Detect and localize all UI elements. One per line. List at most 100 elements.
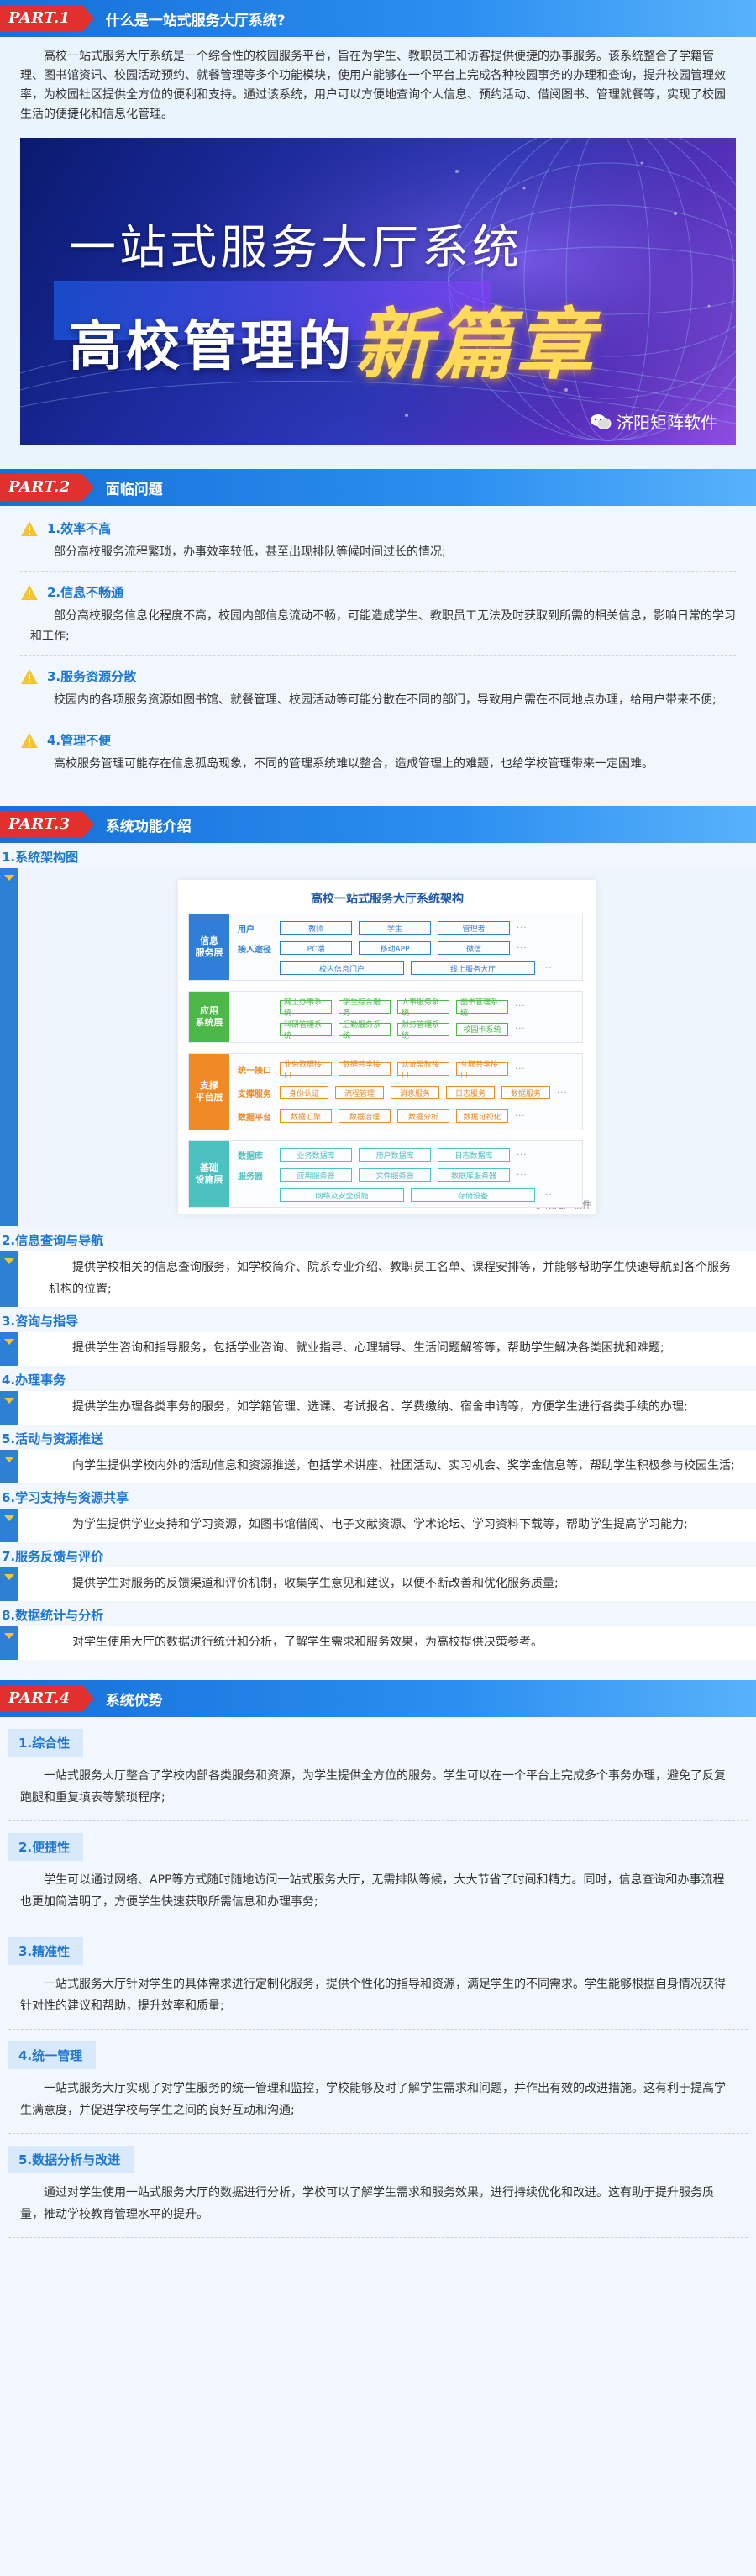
more-dots: ··· <box>515 1002 526 1011</box>
part1-section: PART.1 什么是一站式服务大厅系统? 高校一站式服务大厅系统是一个综合性的校… <box>0 0 756 469</box>
problem-text: 部分高校服务流程繁琐，办事效率较低，甚至出现排队等候时间过长的情况; <box>54 545 446 559</box>
part4-tag: PART.4 <box>0 1685 94 1712</box>
part1-header: PART.1 什么是一站式服务大厅系统? <box>0 0 756 37</box>
part1-tag: PART.1 <box>0 5 94 32</box>
more-dots: ··· <box>557 1088 568 1098</box>
function-title: 2.信息查询与导航 <box>2 1233 104 1248</box>
architecture-cell: 移动APP <box>359 941 431 955</box>
architecture-row: 校内信息门户线上服务大厅··· <box>238 961 553 976</box>
more-dots: ··· <box>542 963 553 973</box>
side-bar <box>0 868 18 1226</box>
banner-image: 一站式服务大厅系统 高校管理的新篇章 济阳矩阵软件 <box>20 138 736 445</box>
triangle-marker-icon <box>4 1574 14 1580</box>
architecture-layer: 支撑 平台层统一接口业务数据接口数据共享接口认证鉴权接口互联共享接口···支撑服… <box>188 1053 583 1130</box>
architecture-cell: 微信 <box>438 941 510 955</box>
function-text: 向学生提供学校内外的活动信息和资源推送，包括学术讲座、社团活动、实习机会、奖学金… <box>18 1450 756 1483</box>
architecture-cell: 数据分析 <box>397 1109 449 1123</box>
side-bar <box>0 1332 18 1366</box>
architecture-cell: 人事服务系统 <box>397 998 449 1018</box>
part2-title: 面临问题 <box>105 481 163 498</box>
architecture-row-label: 数据平台 <box>238 1113 271 1123</box>
architecture-layer: 基础 设施层数据库业务数据库用户数据库日志数据库···服务器应用服务器文件服务器… <box>188 1140 583 1208</box>
architecture-cell: 校内信息门户 <box>280 961 404 975</box>
banner-title-line1: 一站式服务大厅系统 <box>69 221 522 276</box>
problem-text: 高校服务管理可能存在信息孤岛现象，不同的管理系统难以整合，造成管理上的难题，也给… <box>54 757 654 771</box>
advantages-list: 1.综合性一站式服务大厅整合了学校内部各类服务和资源，为学生提供全方位的服务。学… <box>0 1717 756 2238</box>
part1-title: 什么是一站式服务大厅系统? <box>105 12 286 29</box>
function-item: 7.服务反馈与评价提供学生对服务的反馈渠道和评价机制，收集学生意见和建议，以便不… <box>0 1542 756 1601</box>
problem-title: 1.效率不高 <box>47 521 112 536</box>
function-title: 5.活动与资源推送 <box>2 1431 104 1446</box>
warning-icon <box>21 520 38 536</box>
architecture-cell: 数据治理 <box>339 1109 391 1123</box>
architecture-row: 用户教师学生管理者··· <box>238 920 528 935</box>
architecture-layer: 应用 系统层网上办事系统学生综合服务人事服务系统图书管理系统···科研管理系统后… <box>188 991 583 1043</box>
function-text: 提供学校相关的信息查询服务，如学校简介、院系专业介绍、教职员工名单、课程安排等，… <box>18 1251 756 1307</box>
architecture-row: 数据平台数据汇聚数据治理数据分析数据可视化··· <box>238 1109 526 1124</box>
architecture-cell: PC端 <box>280 941 352 955</box>
side-bar <box>0 1251 18 1307</box>
triangle-marker-icon <box>4 1258 14 1264</box>
part3-title: 系统功能介绍 <box>105 818 192 835</box>
architecture-cell: 后勤服务系统 <box>339 1021 391 1040</box>
banner-title-prefix: 高校管理的 <box>69 316 354 378</box>
architecture-cell: 学生 <box>359 921 431 935</box>
advantage-title: 3.精准性 <box>8 1937 84 1965</box>
architecture-cell: 数据共享接口 <box>339 1061 391 1080</box>
architecture-row: 科研管理系统后勤服务系统财务管理系统校园卡系统··· <box>238 1021 526 1040</box>
problem-item: 4.管理不便 高校服务管理可能存在信息孤岛现象，不同的管理系统难以整合，造成管理… <box>20 731 736 774</box>
function-title: 4.办理事务 <box>2 1372 66 1388</box>
architecture-cell: 科研管理系统 <box>280 1021 332 1040</box>
warning-icon <box>21 668 38 684</box>
part4-header: PART.4 系统优势 <box>0 1680 756 1717</box>
function-title: 1.系统架构图 <box>2 850 79 865</box>
advantage-text: 学生可以通过网络、APP等方式随时随地访问一站式服务大厅，无需排队等候，大大节省… <box>8 1861 748 1925</box>
advantage-item: 1.综合性一站式服务大厅整合了学校内部各类服务和资源，为学生提供全方位的服务。学… <box>8 1717 748 1821</box>
function-text: 提供学生对服务的反馈渠道和评价机制，收集学生意见和建议，以便不断改善和优化服务质… <box>18 1567 756 1601</box>
part1-intro: 高校一站式服务大厅系统是一个综合性的校园服务平台，旨在为学生、教职员工和访客提供… <box>0 37 756 134</box>
advantage-title: 2.便捷性 <box>8 1833 84 1861</box>
side-bar <box>0 1509 18 1542</box>
function-text: 提供学生办理各类事务的服务，如学籍管理、选课、考试报名、学费缴纳、宿舍申请等，方… <box>18 1391 756 1425</box>
architecture-row: 支撑服务身份认证流程管理消息服务日志服务数据服务··· <box>238 1085 568 1100</box>
function-item: 8.数据统计与分析对学生使用大厅的数据进行统计和分析，了解学生需求和服务效果，为… <box>0 1601 756 1660</box>
divider <box>20 655 736 656</box>
architecture-cell: 数据服务 <box>501 1086 550 1099</box>
more-dots: ··· <box>517 943 528 953</box>
function-text: 提供学生咨询和指导服务，包括学业咨询、就业指导、心理辅导、生活问题解答等，帮助学… <box>18 1332 756 1366</box>
architecture-title: 高校一站式服务大厅系统架构 <box>311 893 464 906</box>
function-item: 6.学习支持与资源共享为学生提供学业支持和学习资源，如图书馆借阅、电子文献资源、… <box>0 1483 756 1542</box>
triangle-marker-icon <box>4 875 14 881</box>
banner-logo: 济阳矩阵软件 <box>590 409 717 434</box>
function-text: 为学生提供学业支持和学习资源，如图书馆借阅、电子文献资源、学术论坛、学习资料下载… <box>18 1509 756 1542</box>
triangle-marker-icon <box>4 1398 14 1404</box>
architecture-row-label: 接入途径 <box>238 945 271 955</box>
more-dots: ··· <box>542 1190 553 1200</box>
architecture-layer-label: 应用 系统层 <box>189 992 229 1042</box>
architecture-cell: 业务数据库 <box>280 1148 352 1162</box>
architecture-cell: 数据汇聚 <box>280 1109 332 1123</box>
more-dots: ··· <box>515 1111 526 1121</box>
architecture-cell: 网上办事系统 <box>280 998 332 1018</box>
architecture-row-label: 服务器 <box>238 1172 263 1182</box>
part3-header: PART.3 系统功能介绍 <box>0 806 756 843</box>
advantage-item: 4.统一管理一站式服务大厅实现了对学生服务的统一管理和监控，学校能够及时了解学生… <box>8 2030 748 2134</box>
part3-tag: PART.3 <box>0 811 94 838</box>
architecture-cell: 日志数据库 <box>438 1148 510 1162</box>
function-item: 3.咨询与指导提供学生咨询和指导服务，包括学业咨询、就业指导、心理辅导、生活问题… <box>0 1307 756 1366</box>
banner-decoration <box>20 138 736 445</box>
architecture-cell: 数据库服务器 <box>438 1168 510 1182</box>
advantage-title: 5.数据分析与改进 <box>8 2146 134 2173</box>
advantage-text: 一站式服务大厅整合了学校内部各类服务和资源，为学生提供全方位的服务。学生可以在一… <box>8 1757 748 1821</box>
more-dots: ··· <box>515 1064 526 1074</box>
architecture-cell: 财务管理系统 <box>397 1021 449 1040</box>
warning-icon <box>21 732 38 748</box>
divider <box>20 571 736 572</box>
banner-wrapper: 一站式服务大厅系统 高校管理的新篇章 济阳矩阵软件 <box>0 134 756 469</box>
architecture-cell: 文件服务器 <box>359 1168 431 1182</box>
part2-header: PART.2 面临问题 <box>0 469 756 506</box>
triangle-marker-icon <box>4 1457 14 1462</box>
architecture-cell: 管理者 <box>438 921 510 935</box>
problem-item: 1.效率不高 部分高校服务流程繁琐，办事效率较低，甚至出现排队等候时间过长的情况… <box>20 519 736 572</box>
